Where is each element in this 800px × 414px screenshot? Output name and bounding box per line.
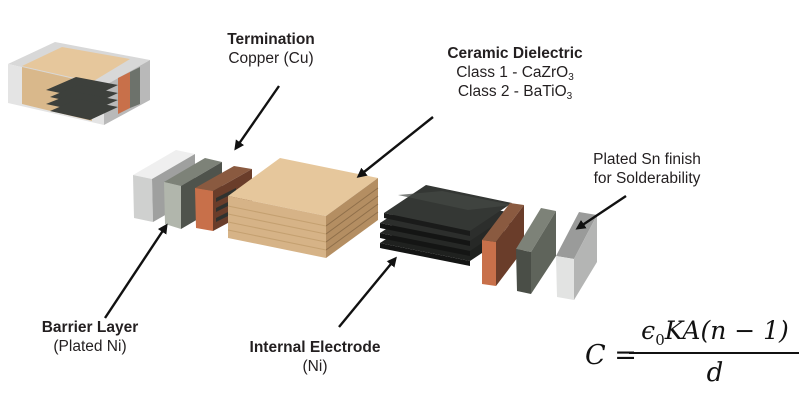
tin-cap-right [556,212,597,300]
plated-sn-line1: Plated Sn finish [593,151,701,168]
internal-electrode-label: Internal Electrode (Ni) [220,338,410,376]
capacitance-formula: C = ϵ0KA(n − 1) d [585,316,800,406]
barrier-layer-title: Barrier Layer [41,319,139,336]
barrier-layer-material: (Plated Ni) [53,338,127,355]
formula-denominator: d [706,358,724,388]
termination-title: Termination [227,31,315,48]
termination-label: Termination Copper (Cu) [196,30,346,68]
formula-fraction-bar [629,352,799,354]
plated-sn-label: Plated Sn finish for Solderability [552,150,742,188]
ceramic-class1-text: Class 1 - CaZrO [456,64,569,81]
internal-electrode-plates [380,185,512,266]
formula-numerator: ϵ0KA(n − 1) [631,316,799,349]
assembled-capacitor-inset [8,42,150,125]
termination-material: Copper (Cu) [228,50,314,67]
arrow-termination [234,85,280,151]
ceramic-class2-subscript: 3 [566,91,573,102]
arrow-electrode [338,256,397,328]
leader-arrows [103,85,627,328]
internal-electrode-title: Internal Electrode [249,339,381,356]
ceramic-dielectric-block [227,158,379,258]
formula-c: C [585,340,606,371]
arrow-ceramic [356,116,434,178]
ceramic-class2-text: Class 2 - BaTiO [457,83,567,100]
ceramic-class1-subscript: 3 [568,72,574,83]
arrow-plated [575,195,627,230]
ceramic-dielectric-label: Ceramic Dielectric Class 1 - CaZrO3 Clas… [405,44,625,102]
formula-lhs: C = [585,340,637,371]
nickel-cap-right [516,208,556,294]
copper-cap-right [482,203,524,286]
formula-epsilon: ϵ [641,316,656,345]
formula-numerator-rest: KA(n − 1) [664,316,789,345]
ceramic-dielectric-title: Ceramic Dielectric [447,45,583,62]
formula-equals: = [614,340,637,371]
barrier-layer-label: Barrier Layer (Plated Ni) [10,318,170,356]
ceramic-class2-line: Class 2 - BaTiO3 [405,82,625,102]
internal-electrode-material: (Ni) [302,358,328,375]
plated-sn-line2: for Solderability [593,170,701,187]
formula-epsilon-subscript: 0 [655,331,665,349]
arrow-barrier [103,223,168,319]
ceramic-class1-line: Class 1 - CaZrO3 [405,63,625,83]
